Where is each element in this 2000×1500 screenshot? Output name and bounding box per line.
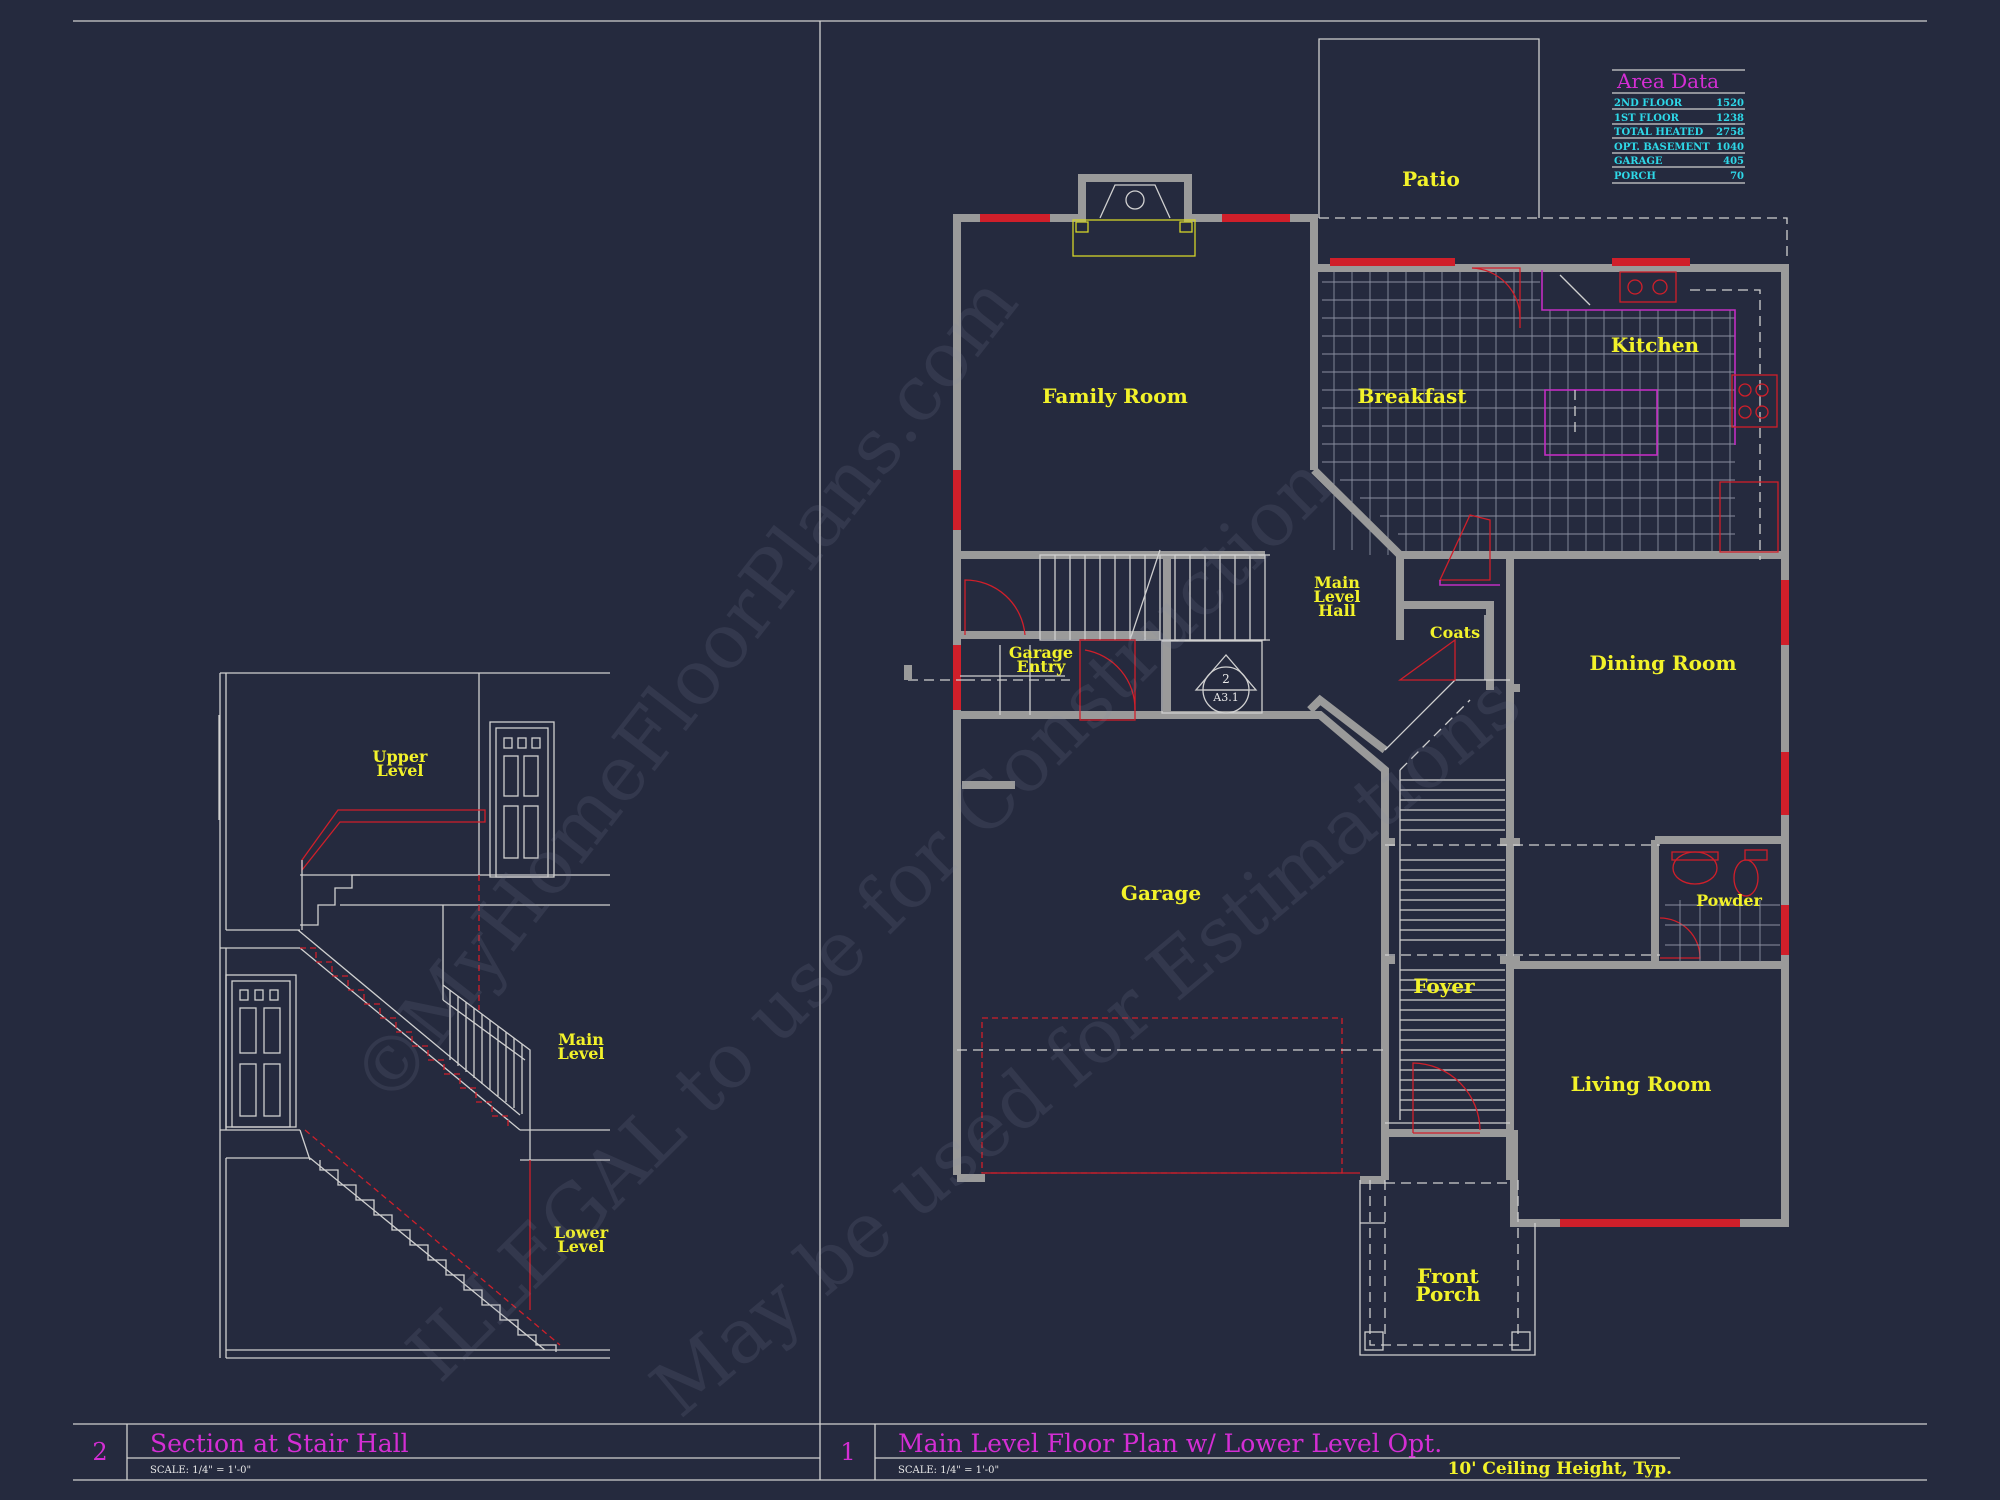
- drawing-title-right: Main Level Floor Plan w/ Lower Level Opt…: [898, 1429, 1442, 1458]
- drawing-title-left: Section at Stair Hall: [150, 1429, 409, 1458]
- room-label-garage: Garage: [1121, 881, 1201, 905]
- main-level-label: Main Level: [558, 1030, 605, 1063]
- room-label-front-porch: Front Porch: [1415, 1264, 1481, 1306]
- title-block-right: 1 Main Level Floor Plan w/ Lower Level O…: [840, 1429, 1672, 1479]
- svg-text:1520: 1520: [1716, 98, 1744, 109]
- main-level-floor-plan: 2 A3.1: [904, 38, 1789, 1356]
- room-label-kitchen: Kitchen: [1611, 333, 1700, 357]
- drawing-scale-right: SCALE: 1/4" = 1'-0": [898, 1465, 999, 1476]
- svg-text:TOTAL HEATED: TOTAL HEATED: [1614, 127, 1704, 138]
- watermark-line-1: ©MyHomeFloorPlans.com: [334, 259, 1035, 1121]
- garage-entry: [904, 579, 1136, 721]
- watermark: ©MyHomeFloorPlans.com ILLEGAL to use for…: [334, 259, 1537, 1433]
- upper-level-label: Upper Level: [373, 747, 429, 780]
- fireplace: [1072, 184, 1196, 257]
- walls: [953, 174, 1789, 1227]
- room-label-powder: Powder: [1696, 891, 1762, 910]
- stair-section-drawing: [218, 672, 610, 1359]
- patio-area: [1318, 38, 1788, 258]
- svg-text:Level: Level: [377, 761, 424, 780]
- svg-text:GARAGE: GARAGE: [1614, 156, 1663, 167]
- room-label-family-room: Family Room: [1042, 384, 1187, 408]
- room-label-garage-entry: Garage Entry: [1009, 643, 1073, 676]
- svg-text:1040: 1040: [1716, 142, 1744, 153]
- room-label-breakfast: Breakfast: [1357, 384, 1467, 408]
- area-row: 2ND FLOOR 1520: [1614, 98, 1744, 109]
- main-level-railing: [442, 984, 531, 1114]
- garage-door: [957, 781, 1385, 1174]
- area-data-title: Area Data: [1616, 69, 1719, 93]
- svg-text:Entry: Entry: [1017, 657, 1067, 676]
- svg-text:1238: 1238: [1716, 113, 1744, 124]
- sheet-frame: [73, 20, 1927, 1481]
- svg-text:405: 405: [1723, 156, 1744, 167]
- room-label-dining-room: Dining Room: [1589, 651, 1736, 675]
- section-marker: [1194, 654, 1258, 714]
- powder-room: [1659, 849, 1780, 962]
- svg-text:Porch: Porch: [1415, 1282, 1481, 1306]
- coats-closet: [1398, 615, 1486, 681]
- area-row: OPT. BASEMENT 1040: [1614, 142, 1744, 153]
- kitchen-cabinets: [1438, 267, 1779, 586]
- svg-text:Main: Main: [558, 1030, 604, 1049]
- svg-text:Lower: Lower: [554, 1223, 609, 1242]
- svg-text:Garage: Garage: [1009, 643, 1073, 662]
- room-label-main-level-hall: Main Level Hall: [1314, 573, 1361, 620]
- room-label-living-room: Living Room: [1571, 1072, 1712, 1096]
- svg-text:Level: Level: [558, 1237, 605, 1256]
- room-label-patio: Patio: [1402, 167, 1460, 191]
- ceiling-height-note: 10' Ceiling Height, Typ.: [1448, 1459, 1672, 1479]
- title-block-left: 2 Section at Stair Hall SCALE: 1/4" = 1'…: [92, 1429, 408, 1476]
- windows: [953, 214, 1789, 1227]
- room-label-foyer: Foyer: [1413, 974, 1475, 998]
- lower-level-label: Lower Level: [554, 1223, 609, 1256]
- drawing-scale-left: SCALE: 1/4" = 1'-0": [150, 1465, 251, 1476]
- svg-text:Main: Main: [1314, 573, 1360, 592]
- svg-text:1ST FLOOR: 1ST FLOOR: [1614, 113, 1680, 124]
- section-marker-number: 2: [1222, 672, 1230, 686]
- svg-text:OPT. BASEMENT: OPT. BASEMENT: [1614, 142, 1710, 153]
- upper-level-door: [489, 721, 555, 878]
- front-porch: [1359, 1180, 1536, 1356]
- breakfast-tile-grid: [1322, 270, 1735, 555]
- svg-text:PORCH: PORCH: [1614, 171, 1656, 182]
- svg-text:2ND FLOOR: 2ND FLOOR: [1614, 98, 1683, 109]
- area-row: GARAGE 405: [1614, 156, 1744, 167]
- main-level-door: [225, 974, 297, 1128]
- svg-text:Level: Level: [558, 1044, 605, 1063]
- svg-text:Front: Front: [1417, 1264, 1479, 1288]
- area-data-table: Area Data 2ND FLOOR 1520 1ST FLOOR 1238 TO…: [1612, 69, 1745, 184]
- main-stair: [1039, 549, 1270, 714]
- drawing-number-right: 1: [840, 1438, 855, 1466]
- svg-text:70: 70: [1730, 171, 1744, 182]
- svg-text:Upper: Upper: [373, 747, 429, 766]
- room-label-coats: Coats: [1430, 623, 1480, 642]
- area-row: PORCH 70: [1614, 171, 1744, 182]
- svg-text:2758: 2758: [1716, 127, 1744, 138]
- svg-text:Level: Level: [1314, 587, 1361, 606]
- area-row: TOTAL HEATED 2758: [1614, 127, 1744, 138]
- svg-text:Hall: Hall: [1318, 601, 1356, 620]
- area-row: 1ST FLOOR 1238: [1614, 113, 1744, 124]
- section-marker-sheet: A3.1: [1212, 691, 1238, 704]
- drawing-number-left: 2: [92, 1438, 107, 1466]
